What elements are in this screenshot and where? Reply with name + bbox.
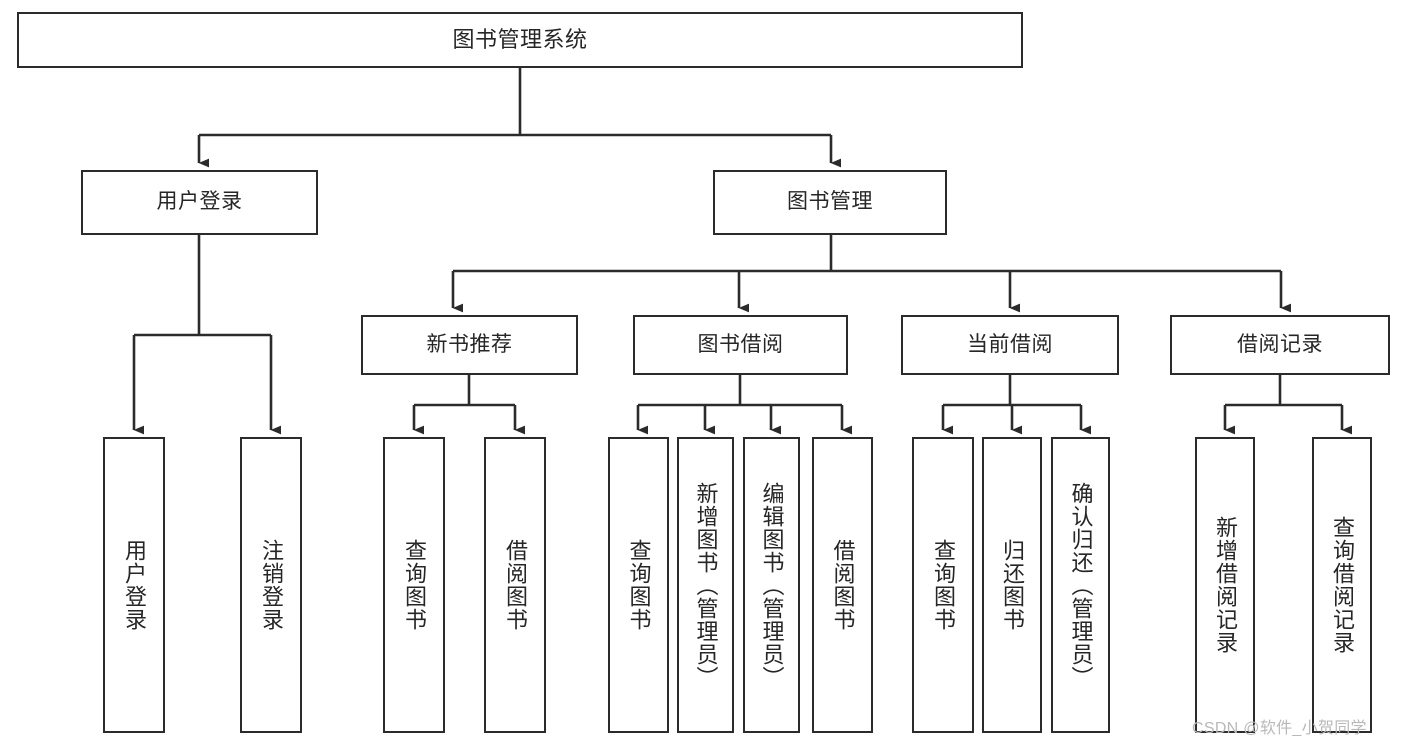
leaf-borrow-book-recommend[interactable]: 借阅图书 [484, 437, 546, 733]
leaf-borrow-book[interactable]: 借阅图书 [812, 437, 873, 733]
leaf-query-book-current[interactable]: 查询图书 [912, 437, 974, 733]
node-new-book-recommend[interactable]: 新书推荐 [361, 315, 578, 375]
node-label: 查询图书 [401, 539, 427, 631]
leaf-query-book-recommend[interactable]: 查询图书 [383, 437, 445, 733]
leaf-confirm-return-admin[interactable]: 确认归还（管理员） [1051, 437, 1110, 733]
leaf-edit-book-admin[interactable]: 编辑图书（管理员） [743, 437, 800, 733]
node-label: 确认归还（管理员） [1068, 481, 1094, 689]
node-borrow-record[interactable]: 借阅记录 [1170, 315, 1390, 375]
node-label: 查询图书 [626, 539, 652, 631]
csdn-watermark: CSDN @软件_小贺同学 [1192, 720, 1367, 737]
node-label: 用户登录 [121, 539, 147, 631]
leaf-return-book[interactable]: 归还图书 [982, 437, 1042, 733]
node-book-borrow[interactable]: 图书借阅 [633, 315, 848, 375]
node-label: 归还图书 [999, 539, 1025, 631]
leaf-user-login[interactable]: 用户登录 [103, 437, 165, 733]
node-label: 编辑图书（管理员） [759, 481, 785, 689]
node-label: 借阅图书 [502, 539, 528, 631]
node-label: 图书管理系统 [452, 27, 588, 53]
node-label: 查询图书 [930, 539, 956, 631]
node-user-login[interactable]: 用户登录 [81, 170, 318, 235]
node-label: 新增借阅记录 [1212, 516, 1238, 654]
node-label: 注销登录 [258, 539, 284, 631]
leaf-query-borrow-record[interactable]: 查询借阅记录 [1312, 437, 1372, 733]
node-current-borrow[interactable]: 当前借阅 [901, 315, 1119, 375]
node-label: 图书借阅 [697, 332, 784, 356]
leaf-logout-login[interactable]: 注销登录 [240, 437, 302, 733]
node-label: 查询借阅记录 [1329, 516, 1355, 654]
node-label: 图书管理 [787, 190, 873, 214]
node-label: 新书推荐 [426, 332, 513, 356]
node-label: 借阅图书 [830, 539, 856, 631]
leaf-add-book-admin[interactable]: 新增图书（管理员） [677, 437, 734, 733]
node-label: 新增图书（管理员） [693, 481, 719, 689]
node-label: 用户登录 [156, 190, 243, 214]
leaf-query-book-borrow[interactable]: 查询图书 [608, 437, 669, 733]
node-book-management[interactable]: 图书管理 [713, 170, 947, 235]
node-label: 借阅记录 [1237, 332, 1323, 356]
node-label: 当前借阅 [967, 332, 1053, 356]
node-book-management-system[interactable]: 图书管理系统 [17, 12, 1023, 68]
leaf-add-borrow-record[interactable]: 新增借阅记录 [1195, 437, 1255, 733]
